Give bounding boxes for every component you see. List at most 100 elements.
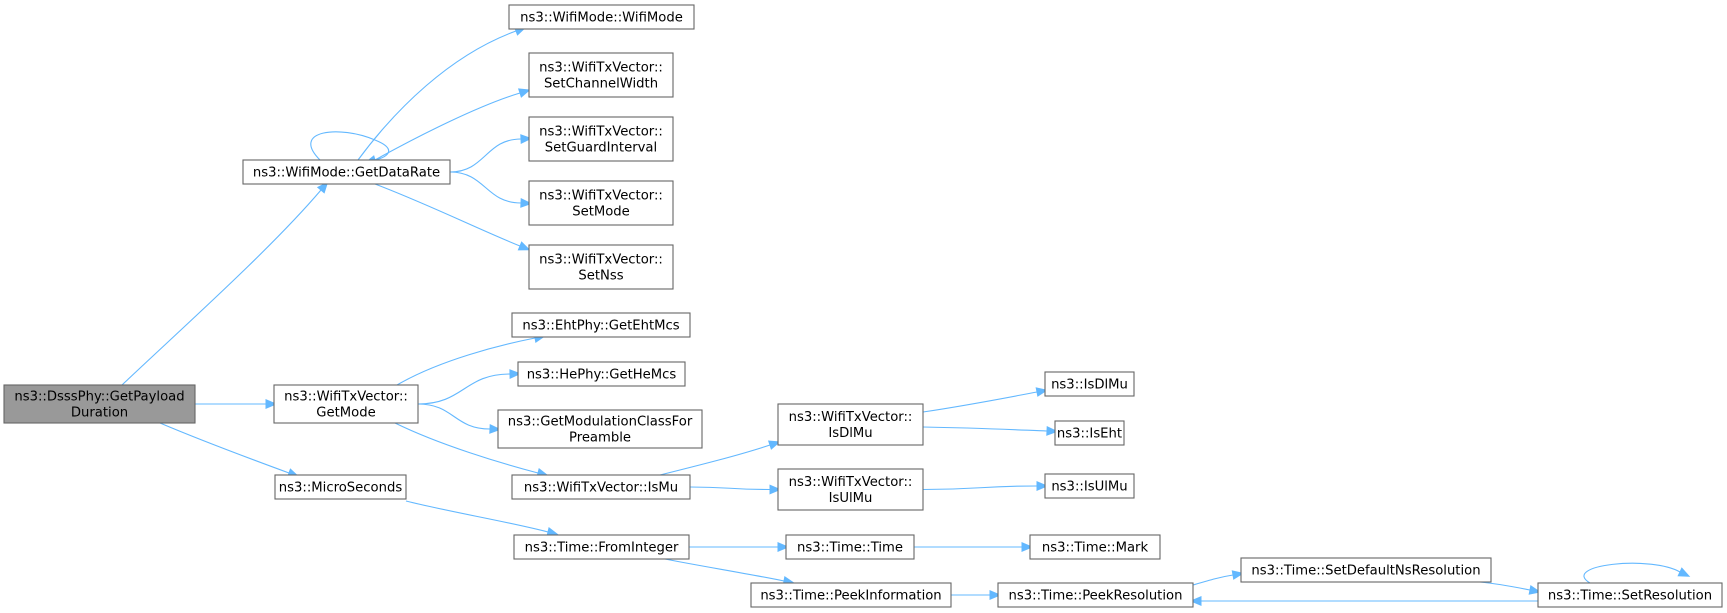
node-label: ns3::WifiTxVector:: bbox=[284, 390, 408, 405]
node-label: ns3::WifiTxVector:: bbox=[539, 61, 663, 76]
node-box bbox=[242, 159, 451, 185]
edge-line bbox=[121, 189, 322, 386]
edge-isdlmu_tx-to-iseht bbox=[922, 426, 1059, 436]
node-isdlmu[interactable]: ns3::IsDlMu bbox=[1044, 371, 1135, 397]
node-label: Preamble bbox=[569, 431, 631, 446]
node-box bbox=[1029, 534, 1161, 560]
node-label: ns3::Time::FromInteger bbox=[525, 541, 679, 556]
node-box bbox=[1537, 582, 1723, 608]
node-box bbox=[1044, 371, 1135, 397]
node-box bbox=[785, 534, 915, 560]
edge-line bbox=[1192, 574, 1234, 586]
edge-ismu-to-isulmu_tx bbox=[689, 484, 782, 495]
node-box bbox=[777, 403, 924, 446]
node-label: IsDlMu bbox=[828, 426, 872, 441]
node-getdatarate[interactable]: ns3::WifiMode::GetDataRate bbox=[242, 159, 451, 185]
node-box bbox=[273, 384, 419, 424]
node-box bbox=[528, 244, 674, 290]
node-isulmu[interactable]: ns3::IsUlMu bbox=[1044, 473, 1135, 499]
edge-line bbox=[659, 444, 771, 476]
edge-peekresolution-to-setdefaultnsres bbox=[1192, 570, 1245, 586]
node-setdefaultnsres[interactable]: ns3::Time::SetDefaultNsResolution bbox=[1240, 557, 1492, 583]
node-isdlmu_tx[interactable]: ns3::WifiTxVector::IsDlMu bbox=[777, 403, 924, 446]
edge-timetime-to-mark bbox=[914, 542, 1034, 552]
arrowhead-icon bbox=[769, 484, 782, 495]
node-isulmu_tx[interactable]: ns3::WifiTxVector::IsUlMu bbox=[777, 468, 924, 511]
node-setmode[interactable]: ns3::WifiTxVector::SetMode bbox=[528, 180, 674, 226]
arrowhead-icon bbox=[1021, 542, 1034, 552]
arrowhead-icon bbox=[1046, 426, 1059, 436]
arrowhead-icon bbox=[1036, 481, 1049, 491]
node-label: SetGuardInterval bbox=[545, 141, 657, 156]
node-label: ns3::IsEht bbox=[1057, 427, 1122, 442]
node-label: SetMode bbox=[572, 205, 630, 220]
node-box bbox=[511, 474, 691, 500]
arrowhead-icon bbox=[989, 590, 1002, 600]
edge-root-to-microseconds bbox=[159, 422, 300, 478]
edge-line bbox=[449, 171, 522, 204]
edge-line bbox=[310, 131, 390, 161]
node-label: ns3::WifiTxVector:: bbox=[789, 410, 913, 425]
node-label: ns3::GetModulationClassFor bbox=[508, 415, 693, 430]
node-box bbox=[511, 312, 691, 338]
node-box bbox=[517, 361, 686, 387]
edge-getdatarate-to-wifimode bbox=[357, 26, 527, 161]
edge-root-to-getmode bbox=[194, 399, 278, 409]
node-ismu[interactable]: ns3::WifiTxVector::IsMu bbox=[511, 474, 691, 500]
node-label: GetMode bbox=[316, 406, 375, 421]
node-peekresolution[interactable]: ns3::Time::PeekResolution bbox=[997, 582, 1194, 608]
edge-frominteger-to-timetime bbox=[689, 542, 790, 552]
node-label: ns3::IsUlMu bbox=[1051, 480, 1127, 495]
node-microseconds[interactable]: ns3::MicroSeconds bbox=[274, 474, 407, 500]
node-label: Duration bbox=[71, 406, 128, 421]
node-setnss[interactable]: ns3::WifiTxVector::SetNss bbox=[528, 244, 674, 290]
node-mark[interactable]: ns3::Time::Mark bbox=[1029, 534, 1161, 560]
node-box bbox=[1054, 420, 1125, 446]
node-box bbox=[528, 52, 674, 98]
edge-ismu-to-isdlmu_tx bbox=[659, 440, 781, 476]
arrowhead-icon bbox=[520, 134, 533, 144]
node-label: ns3::WifiTxVector:: bbox=[539, 189, 663, 204]
edge-peekinformation-to-peekresolution bbox=[951, 590, 1002, 600]
edge-getdatarate-to-setmode bbox=[449, 171, 533, 208]
arrowhead-icon bbox=[489, 424, 502, 434]
node-box bbox=[528, 180, 674, 226]
node-box bbox=[777, 468, 924, 511]
arrowhead-icon bbox=[1231, 570, 1245, 580]
node-setguardinterval[interactable]: ns3::WifiTxVector::SetGuardInterval bbox=[528, 116, 674, 162]
arrowhead-icon bbox=[517, 241, 531, 251]
arrowhead-icon bbox=[1035, 387, 1049, 397]
node-label: ns3::WifiTxVector::IsMu bbox=[524, 481, 678, 496]
node-getmode[interactable]: ns3::WifiTxVector::GetMode bbox=[273, 384, 419, 424]
edge-line bbox=[922, 426, 1048, 432]
node-getehtmcs[interactable]: ns3::EhtPhy::GetEhtMcs bbox=[511, 312, 691, 338]
arrowhead-icon bbox=[265, 399, 278, 409]
node-label: SetNss bbox=[578, 269, 623, 284]
node-label: ns3::IsDlMu bbox=[1051, 378, 1128, 393]
node-setresolution[interactable]: ns3::Time::SetResolution bbox=[1537, 582, 1723, 608]
edge-line bbox=[689, 486, 771, 491]
node-gethemcs[interactable]: ns3::HePhy::GetHeMcs bbox=[517, 361, 686, 387]
edge-line bbox=[396, 337, 536, 386]
edge-root-to-getdatarate bbox=[121, 181, 329, 386]
node-box bbox=[3, 384, 196, 424]
node-wifimode[interactable]: ns3::WifiMode::WifiMode bbox=[508, 4, 695, 30]
node-label: ns3::WifiMode::GetDataRate bbox=[253, 166, 440, 181]
node-iseht[interactable]: ns3::IsEht bbox=[1054, 420, 1125, 446]
node-box bbox=[513, 534, 690, 560]
arrowhead-icon bbox=[316, 181, 329, 194]
edge-setdefaultnsres-to-setresolution bbox=[1479, 581, 1542, 595]
node-frominteger[interactable]: ns3::Time::FromInteger bbox=[513, 534, 690, 560]
node-setchannelwidth[interactable]: ns3::WifiTxVector::SetChannelWidth bbox=[528, 52, 674, 98]
node-label: ns3::WifiTxVector:: bbox=[539, 125, 663, 140]
node-peekinformation[interactable]: ns3::Time::PeekInformation bbox=[750, 582, 952, 608]
edge-line bbox=[1479, 581, 1531, 591]
edge-getdatarate-to-setnss bbox=[374, 183, 531, 251]
node-timetime[interactable]: ns3::Time::Time bbox=[785, 534, 915, 560]
node-box bbox=[1240, 557, 1492, 583]
node-label: ns3::WifiMode::WifiMode bbox=[520, 11, 683, 26]
edge-getmode-to-gethemcs bbox=[417, 369, 522, 405]
